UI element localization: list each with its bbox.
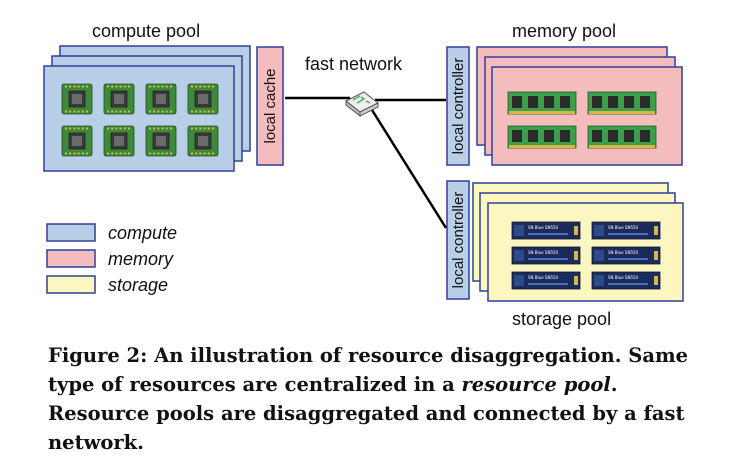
memory-server-front — [491, 66, 683, 166]
ram-module-icon — [507, 125, 577, 149]
cpu-chip-icon — [145, 125, 177, 157]
link-switch-storage — [370, 109, 448, 229]
legend-label-storage: storage — [108, 275, 168, 295]
figure-caption: Figure 2: An illustration of resource di… — [48, 341, 698, 457]
network-label: fast network — [305, 54, 403, 74]
compute-pool-label: compute pool — [92, 21, 200, 41]
ssd-drive-icon: SN Blue SN550 — [591, 271, 661, 290]
ssd-drive-icon: SN Blue SN550 — [591, 246, 661, 265]
cpu-chip-icon — [145, 83, 177, 115]
ram-module-icon — [587, 91, 657, 115]
svg-text:SN Blue SN550: SN Blue SN550 — [528, 225, 559, 230]
svg-text:SN Blue SN550: SN Blue SN550 — [608, 225, 639, 230]
svg-text:SN Blue SN550: SN Blue SN550 — [608, 250, 639, 255]
caption-text-start: Figure 2: An illustration of resource di… — [48, 344, 689, 396]
legend-label-compute: compute — [108, 223, 177, 243]
cpu-chip-icon — [187, 83, 219, 115]
legend: compute memory storage — [46, 223, 177, 295]
cpu-chip-grid — [61, 83, 219, 157]
svg-text:SN Blue SN550: SN Blue SN550 — [608, 275, 639, 280]
ssd-drive-icon: SN Blue SN550 — [511, 246, 581, 265]
network-links — [285, 96, 448, 229]
legend-swatch-storage — [46, 275, 96, 294]
memory-controller-box — [446, 46, 470, 166]
local-cache: local cache — [256, 46, 284, 166]
ram-module-icon — [587, 125, 657, 149]
storage-controller-label: local controller — [450, 192, 467, 289]
storage-controller-box — [446, 180, 470, 300]
caption-text-end: . Resource pools are disaggregated and c… — [48, 373, 685, 454]
ssd-drive-icon: SN Blue SN550 — [511, 221, 581, 240]
memory-pool-label: memory pool — [512, 21, 616, 41]
local-cache-label: local cache — [262, 68, 279, 143]
cpu-chip-icon — [61, 125, 93, 157]
memory-pool: memory pool local controller — [446, 21, 683, 166]
legend-label-memory: memory — [108, 249, 174, 269]
network-switch-icon: fast network — [305, 54, 403, 118]
ssd-drive-icon: SN Blue SN550 — [591, 221, 661, 240]
cpu-chip-icon — [187, 125, 219, 157]
cpu-chip-icon — [61, 83, 93, 115]
local-cache-box — [256, 46, 284, 166]
compute-pool: compute pool — [43, 21, 251, 172]
memory-controller-label: local controller — [450, 58, 467, 155]
ssd-drive-icon: SN Blue SN550 — [511, 271, 581, 290]
ram-module-icon — [507, 91, 577, 115]
resource-disaggregation-diagram: compute pool local cache fast network me… — [43, 21, 684, 329]
legend-swatch-compute — [46, 223, 96, 242]
cpu-chip-icon — [103, 83, 135, 115]
svg-text:SN Blue SN550: SN Blue SN550 — [528, 275, 559, 280]
cpu-chip-icon — [103, 125, 135, 157]
caption-emphasis: resource pool — [461, 373, 611, 396]
ram-module-grid — [507, 91, 657, 149]
legend-swatch-memory — [46, 249, 96, 268]
storage-pool-label: storage pool — [512, 309, 611, 329]
svg-text:SN Blue SN550: SN Blue SN550 — [528, 250, 559, 255]
